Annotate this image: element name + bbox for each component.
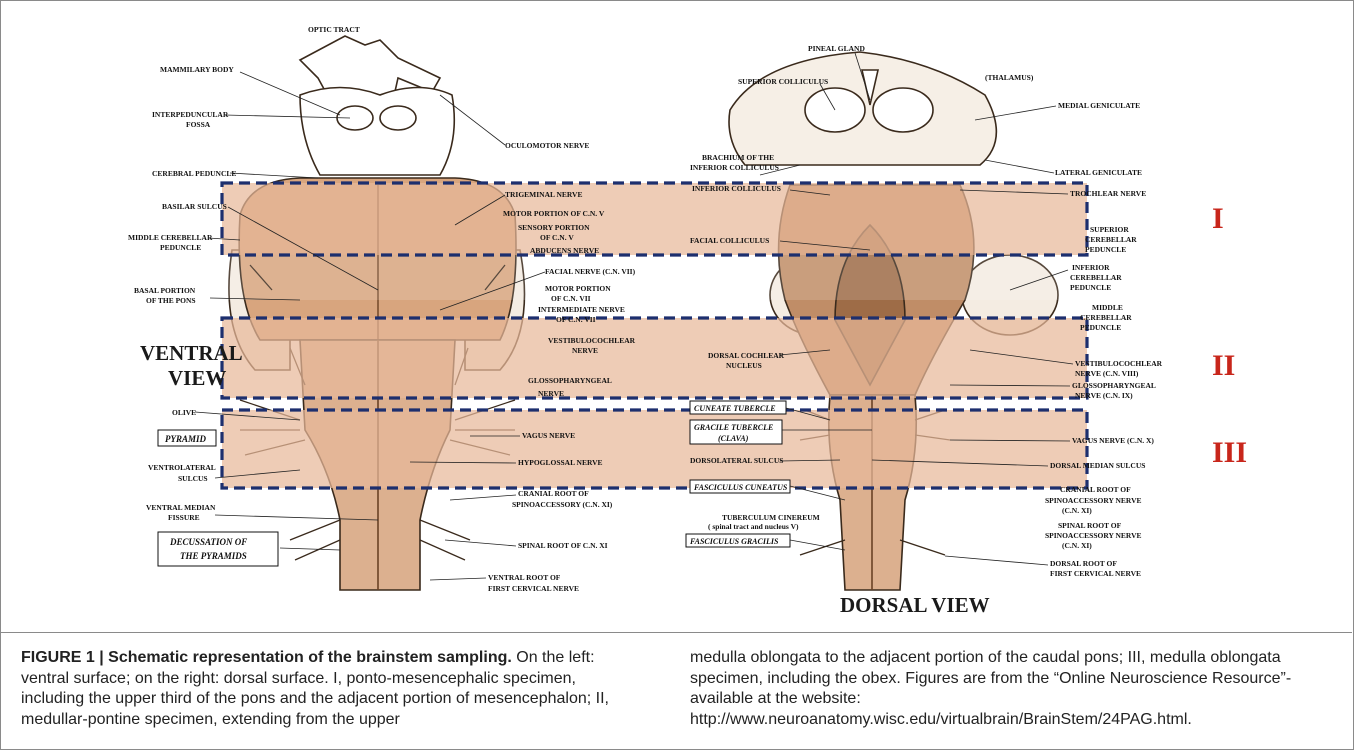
label-vestibulo-d-2: NERVE (C.N. VIII) bbox=[1075, 369, 1139, 378]
label-cranial-root-d-3: (C.N. XI) bbox=[1062, 506, 1092, 515]
label-abducens: ABDUCENS NERVE bbox=[530, 246, 599, 255]
region-label-iii: III bbox=[1212, 436, 1247, 469]
label-dorsal-cochlear-2: NUCLEUS bbox=[726, 361, 762, 370]
label-spinal-root-d-3: (C.N. XI) bbox=[1062, 541, 1092, 550]
label-gracile-2: (CLAVA) bbox=[718, 434, 749, 443]
label-tuberculum-1: TUBERCULUM CINEREUM bbox=[722, 513, 820, 522]
label-brachium-1: BRACHIUM OF THE bbox=[702, 153, 774, 162]
label-ventrolateral-1: VENTROLATERAL bbox=[148, 463, 216, 472]
label-lateral-geniculate: LATERAL GENICULATE bbox=[1055, 168, 1142, 177]
label-ventral-root-2: FIRST CERVICAL NERVE bbox=[488, 584, 579, 593]
label-intermediate-1: INTERMEDIATE NERVE bbox=[538, 305, 625, 314]
label-basal-pons-2: OF THE PONS bbox=[146, 296, 196, 305]
label-middle-cereb-1: MIDDLE CEREBELLAR bbox=[128, 233, 213, 242]
ventral-drawing bbox=[229, 36, 525, 590]
label-mammillary-body: MAMMILARY BODY bbox=[160, 65, 234, 74]
label-motor-vii-2: OF C.N. VII bbox=[551, 294, 591, 303]
figure-panel: I II III VENTRAL VIEW DORSAL VIEW OPTIC … bbox=[0, 0, 1352, 632]
label-cranial-root-d-2: SPINOACCESSORY NERVE bbox=[1045, 496, 1142, 505]
label-mid-cereb-3: PEDUNCLE bbox=[1080, 323, 1121, 332]
ventral-view-title-2: VIEW bbox=[168, 366, 226, 390]
label-intermediate-2: OF C.N. VII bbox=[556, 315, 596, 324]
label-sup-cereb-3: PEDUNCLE bbox=[1085, 245, 1126, 254]
figure-label: FIGURE 1 | Schematic representation of t… bbox=[21, 649, 512, 666]
label-cranial-root-1: CRANIAL ROOT OF bbox=[518, 489, 589, 498]
label-motor-cnv: MOTOR PORTION OF C.N. V bbox=[503, 209, 605, 218]
label-cranial-root-2: SPINOACCESSORY (C.N. XI) bbox=[512, 500, 613, 509]
label-middle-cereb-2: PEDUNCLE bbox=[160, 243, 201, 252]
brainstem-illustration: I II III VENTRAL VIEW DORSAL VIEW OPTIC … bbox=[0, 0, 1352, 632]
label-decussation-1: DECUSSATION OF bbox=[169, 537, 247, 547]
label-fasc-gracilis: FASCICULUS GRACILIS bbox=[689, 537, 779, 546]
caption-right-text: medulla oblongata to the adjacent portio… bbox=[690, 649, 1291, 728]
label-ventral-root-1: VENTRAL ROOT OF bbox=[488, 573, 561, 582]
label-decussation-2: THE PYRAMIDS bbox=[180, 551, 247, 561]
label-cuneate: CUNEATE TUBERCLE bbox=[694, 404, 776, 413]
label-facial: FACIAL NERVE (C.N. VII) bbox=[545, 267, 636, 276]
label-dorsal-median: DORSAL MEDIAN SULCUS bbox=[1050, 461, 1145, 470]
label-spinal-root-d-2: SPINOACCESSORY NERVE bbox=[1045, 531, 1142, 540]
label-sup-colliculus: SUPERIOR COLLICULUS bbox=[738, 77, 828, 86]
label-hypoglossal: HYPOGLOSSAL NERVE bbox=[518, 458, 603, 467]
label-fasc-cuneatus: FASCICULUS CUNEATUS bbox=[693, 483, 788, 492]
caption-divider bbox=[0, 632, 1352, 633]
label-sup-cereb-2: CEREBELLAR bbox=[1085, 235, 1137, 244]
label-basilar-sulcus: BASILAR SULCUS bbox=[162, 202, 227, 211]
label-gracile-1: GRACILE TUBERCLE bbox=[694, 423, 773, 432]
label-spinal-root: SPINAL ROOT OF C.N. XI bbox=[518, 541, 608, 550]
label-oculomotor: OCULOMOTOR NERVE bbox=[505, 141, 589, 150]
label-dorsal-cochlear-1: DORSAL COCHLEAR bbox=[708, 351, 785, 360]
label-glosso-d-1: GLOSSOPHARYNGEAL bbox=[1072, 381, 1156, 390]
label-mid-cereb-2: CEREBELLAR bbox=[1080, 313, 1132, 322]
region-label-ii: II bbox=[1212, 349, 1235, 382]
caption-left-column: FIGURE 1 | Schematic representation of t… bbox=[21, 648, 631, 730]
label-mid-cereb-1: MIDDLE bbox=[1092, 303, 1123, 312]
label-cerebral-peduncle: CEREBRAL PEDUNCLE bbox=[152, 169, 236, 178]
label-dorsolateral: DORSOLATERAL SULCUS bbox=[690, 456, 783, 465]
label-ventrolateral-2: SULCUS bbox=[178, 474, 208, 483]
label-pineal: PINEAL GLAND bbox=[808, 44, 865, 53]
ventral-view-title-1: VENTRAL bbox=[140, 341, 243, 365]
label-inf-colliculus: INFERIOR COLLICULUS bbox=[692, 184, 781, 193]
caption-right-column: medulla oblongata to the adjacent portio… bbox=[690, 648, 1310, 730]
label-basal-pons-1: BASAL PORTION bbox=[134, 286, 196, 295]
label-facial-colliculus: FACIAL COLLICULUS bbox=[690, 236, 769, 245]
dorsal-view-title: DORSAL VIEW bbox=[840, 593, 990, 617]
label-inf-cereb-3: PEDUNCLE bbox=[1070, 283, 1111, 292]
label-vagus-d: VAGUS NERVE (C.N. X) bbox=[1072, 436, 1154, 445]
label-fossa: FOSSA bbox=[186, 120, 211, 129]
region-overlays bbox=[222, 183, 1087, 488]
label-vagus: VAGUS NERVE bbox=[522, 431, 575, 440]
label-vestibulo-d-1: VESTIBULOCOCHLEAR bbox=[1075, 359, 1163, 368]
label-medial-geniculate: MEDIAL GENICULATE bbox=[1058, 101, 1140, 110]
label-dorsal-root-1: DORSAL ROOT OF bbox=[1050, 559, 1117, 568]
label-spinal-root-d-1: SPINAL ROOT OF bbox=[1058, 521, 1122, 530]
label-sensory-cnv-1: SENSORY PORTION bbox=[518, 223, 590, 232]
label-glosso-d-2: NERVE (C.N. IX) bbox=[1075, 391, 1133, 400]
label-sensory-cnv-2: OF C.N. V bbox=[540, 233, 574, 242]
label-ventral-median-1: VENTRAL MEDIAN bbox=[146, 503, 216, 512]
label-glosso-1: GLOSSOPHARYNGEAL bbox=[528, 376, 612, 385]
label-trigeminal: TRIGEMINAL NERVE bbox=[505, 190, 582, 199]
label-glosso-2: NERVE bbox=[538, 389, 564, 398]
label-pyramid: PYRAMID bbox=[165, 434, 207, 444]
label-motor-vii-1: MOTOR PORTION bbox=[545, 284, 611, 293]
label-sup-cereb-1: SUPERIOR bbox=[1090, 225, 1129, 234]
label-ventral-median-2: FISSURE bbox=[168, 513, 200, 522]
label-cranial-root-d-1: CRANIAL ROOT OF bbox=[1060, 485, 1131, 494]
label-tuberculum-2: ( spinal tract and nucleus V) bbox=[708, 522, 799, 531]
label-olive: OLIVE bbox=[172, 408, 196, 417]
label-optic-tract: OPTIC TRACT bbox=[308, 25, 360, 34]
label-vestibulo-1: VESTIBULOCOCHLEAR bbox=[548, 336, 636, 345]
label-thalamus: (THALAMUS) bbox=[985, 73, 1034, 82]
region-label-i: I bbox=[1212, 202, 1224, 235]
label-dorsal-root-2: FIRST CERVICAL NERVE bbox=[1050, 569, 1141, 578]
label-trochlear: TROCHLEAR NERVE bbox=[1070, 189, 1146, 198]
label-vestibulo-2: NERVE bbox=[572, 346, 598, 355]
label-interpeduncular: INTERPEDUNCULAR bbox=[152, 110, 229, 119]
label-inf-cereb-2: CEREBELLAR bbox=[1070, 273, 1122, 282]
label-inf-cereb-1: INFERIOR bbox=[1072, 263, 1110, 272]
label-brachium-2: INFERIOR COLLICULUS bbox=[690, 163, 779, 172]
